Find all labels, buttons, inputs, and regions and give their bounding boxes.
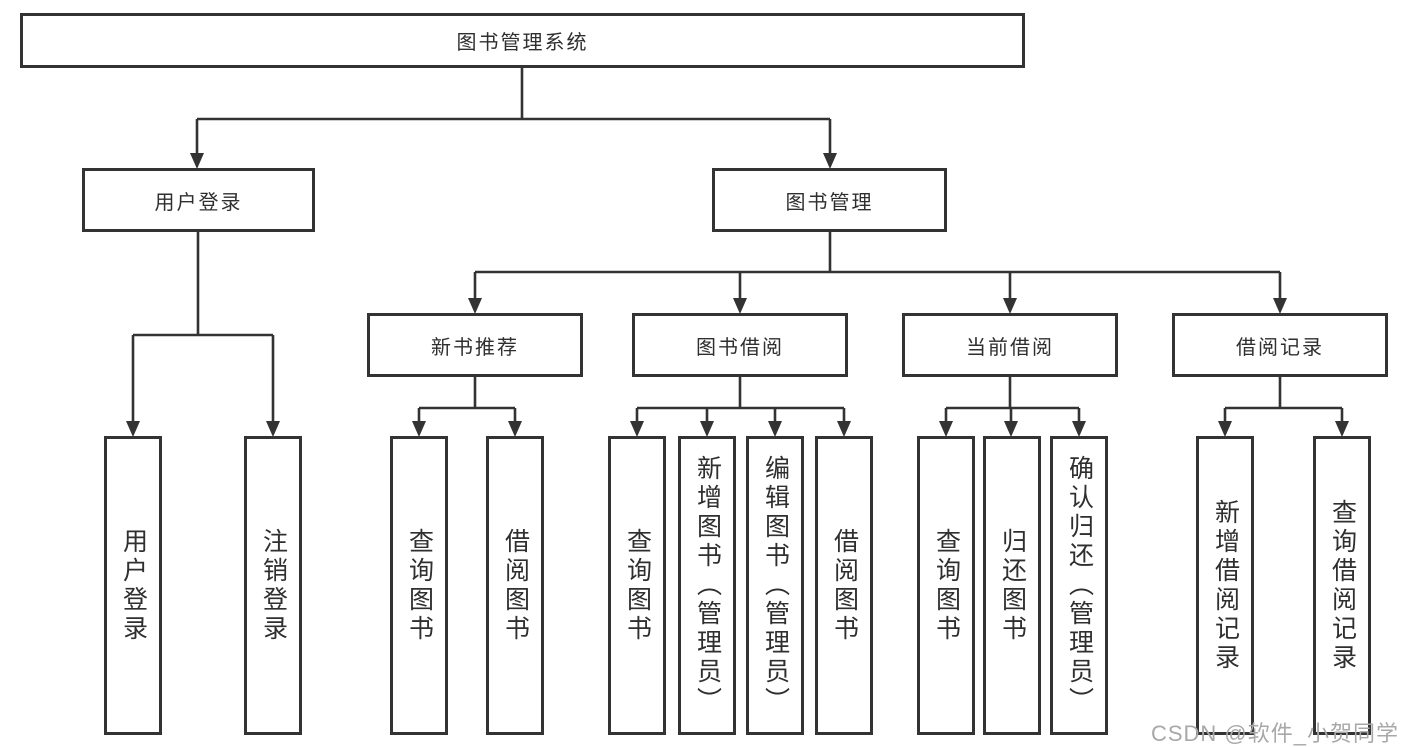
leaf-current-query-books: 查询图书 [917, 436, 975, 735]
node-book-borrow-label: 图书借阅 [696, 336, 784, 359]
leaf-records-add-record: 新增借阅记录 [1196, 436, 1254, 735]
leaf-borrow-edit-books-admin: 编辑图书（管理员） [746, 436, 804, 735]
arrowhead [1072, 421, 1086, 437]
connector-borrow-to-leaves [635, 377, 846, 423]
leaf-user-login: 用户登录 [104, 436, 162, 735]
leaf-current-return-books-label: 归还图书 [998, 527, 1027, 644]
leaf-borrow-query-books: 查询图书 [608, 436, 666, 735]
leaf-logout-label: 注销登录 [259, 527, 288, 644]
node-user-login-label: 用户登录 [154, 191, 243, 214]
csdn-watermark: CSDN @软件_小贺同学 [1150, 721, 1399, 746]
node-new-book-recommend: 新书推荐 [367, 313, 583, 377]
arrowhead [508, 421, 522, 437]
leaf-records-add-record-label: 新增借阅记录 [1211, 498, 1240, 673]
arrowhead [126, 421, 140, 437]
leaf-recommend-query-books: 查询图书 [390, 436, 448, 735]
node-borrow-records-label: 借阅记录 [1236, 336, 1324, 359]
arrowhead [1335, 421, 1349, 437]
node-root: 图书管理系统 [20, 13, 1025, 68]
arrowhead [1218, 421, 1232, 437]
arrowhead [823, 153, 837, 169]
node-borrow-records: 借阅记录 [1172, 313, 1388, 377]
node-user-login: 用户登录 [82, 168, 315, 232]
arrowhead [733, 298, 747, 314]
leaf-current-confirm-return-admin-label: 确认归还（管理员） [1065, 455, 1094, 716]
leaf-current-confirm-return-admin: 确认归还（管理员） [1050, 436, 1108, 735]
arrowhead [266, 421, 280, 437]
arrowhead [190, 153, 204, 169]
leaf-borrow-borrow-books-label: 借阅图书 [830, 527, 859, 644]
node-book-management-label: 图书管理 [785, 191, 874, 214]
arrowhead [837, 421, 851, 437]
connector-recommend-to-leaves [417, 377, 517, 423]
connector-login-to-leaves [131, 232, 275, 423]
leaf-current-query-books-label: 查询图书 [932, 527, 961, 644]
connector-records-to-leaves [1223, 377, 1344, 423]
leaf-user-login-label: 用户登录 [119, 527, 148, 644]
leaf-recommend-borrow-books: 借阅图书 [486, 436, 544, 735]
leaf-records-query-record: 查询借阅记录 [1313, 436, 1371, 735]
node-current-borrow: 当前借阅 [902, 313, 1118, 377]
leaf-borrow-borrow-books: 借阅图书 [815, 436, 873, 735]
leaf-records-query-record-label: 查询借阅记录 [1328, 498, 1357, 673]
arrowhead [1273, 298, 1287, 314]
arrowhead [939, 421, 953, 437]
arrowhead [1003, 298, 1017, 314]
connector-root-to-level2 [195, 68, 832, 153]
leaf-borrow-add-books-admin-label: 新增图书（管理员） [693, 455, 722, 716]
arrowhead [1004, 421, 1018, 437]
leaf-recommend-borrow-books-label: 借阅图书 [501, 527, 530, 644]
arrowhead [700, 421, 714, 437]
connector-management-to-level3 [473, 232, 1282, 300]
leaf-borrow-edit-books-admin-label: 编辑图书（管理员） [761, 455, 790, 716]
node-book-management: 图书管理 [712, 168, 947, 232]
leaf-logout: 注销登录 [244, 436, 302, 735]
leaf-borrow-query-books-label: 查询图书 [623, 527, 652, 644]
arrowhead [468, 298, 482, 314]
arrowhead [630, 421, 644, 437]
node-new-book-recommend-label: 新书推荐 [431, 336, 519, 359]
node-root-label: 图书管理系统 [456, 32, 589, 54]
node-current-borrow-label: 当前借阅 [966, 336, 1054, 359]
connector-current-to-leaves [944, 377, 1081, 423]
leaf-borrow-add-books-admin: 新增图书（管理员） [678, 436, 736, 735]
leaf-current-return-books: 归还图书 [983, 436, 1041, 735]
arrowhead [768, 421, 782, 437]
leaf-recommend-query-books-label: 查询图书 [405, 527, 434, 644]
node-book-borrow: 图书借阅 [632, 313, 848, 377]
arrowhead [412, 421, 426, 437]
